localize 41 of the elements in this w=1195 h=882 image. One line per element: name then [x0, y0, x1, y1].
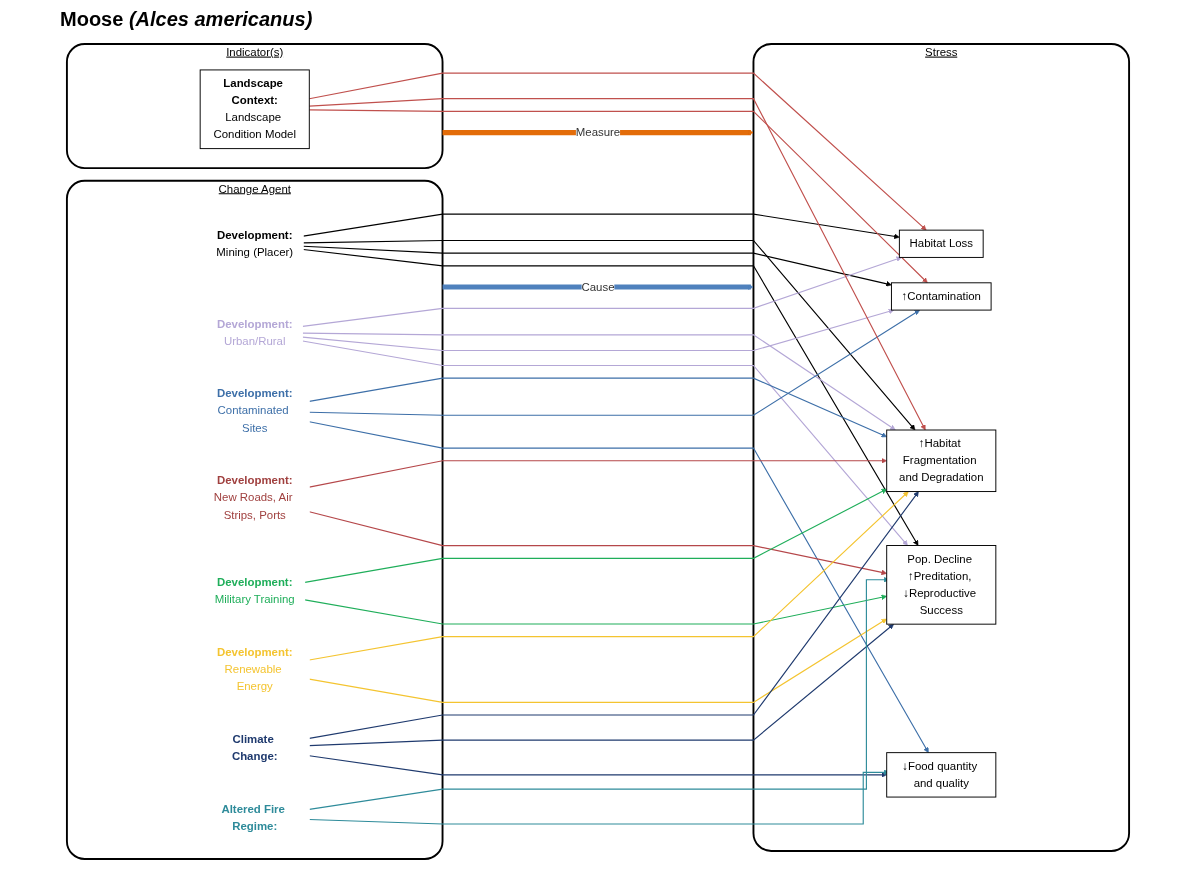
arrow [308, 309, 920, 416]
arrow [301, 332, 896, 431]
node-text: Development: New Roads, Air Strips, Ports [213, 474, 292, 522]
node-box: Habitat Loss [898, 229, 984, 258]
node-text: Altered Fire Regime: [220, 802, 285, 833]
node-text: Development: Mining (Placer) [215, 228, 293, 259]
edge-label: Measure [575, 125, 620, 139]
arrow [308, 421, 929, 753]
diagram-title: Moose (Alces americanus) [59, 7, 314, 32]
node-text: Development: Military Training [214, 575, 295, 606]
node-box: ↑Habitat Fragmentation and Degradation [885, 429, 996, 493]
arrow [302, 245, 892, 287]
node-text: Development: Renewable Energy [216, 645, 292, 693]
arrow [301, 256, 902, 327]
node-text: Climate Change: [231, 732, 278, 763]
node-box: ↑Contamination [890, 282, 992, 311]
arrow [302, 239, 915, 431]
node-text: Development: Contaminated Sites [216, 387, 292, 435]
arrow [308, 755, 887, 778]
arrow [308, 377, 887, 438]
arrow [308, 491, 919, 739]
arrow [301, 308, 894, 352]
arrow [308, 618, 887, 703]
arrow [303, 488, 887, 583]
arrow [308, 458, 887, 488]
arrow [308, 623, 894, 747]
arrow [308, 72, 926, 231]
arrow [308, 109, 928, 284]
arrow [302, 248, 918, 546]
arrow [308, 491, 909, 661]
node-box: ↓Food quantity and quality [885, 752, 996, 798]
node-box: Pop. Decline ↑Preditation, ↓Reproductive Success [885, 545, 996, 625]
node-text: Development: Urban/Rural [216, 317, 292, 348]
arrow [302, 213, 900, 240]
node-box: Landscape Context: Landscape Condition Model [199, 69, 310, 150]
arrow [308, 98, 926, 431]
arrow [442, 284, 754, 290]
arrow [301, 340, 908, 546]
edge-label: Cause [580, 280, 615, 294]
arrow [308, 511, 887, 576]
arrow [303, 594, 887, 625]
